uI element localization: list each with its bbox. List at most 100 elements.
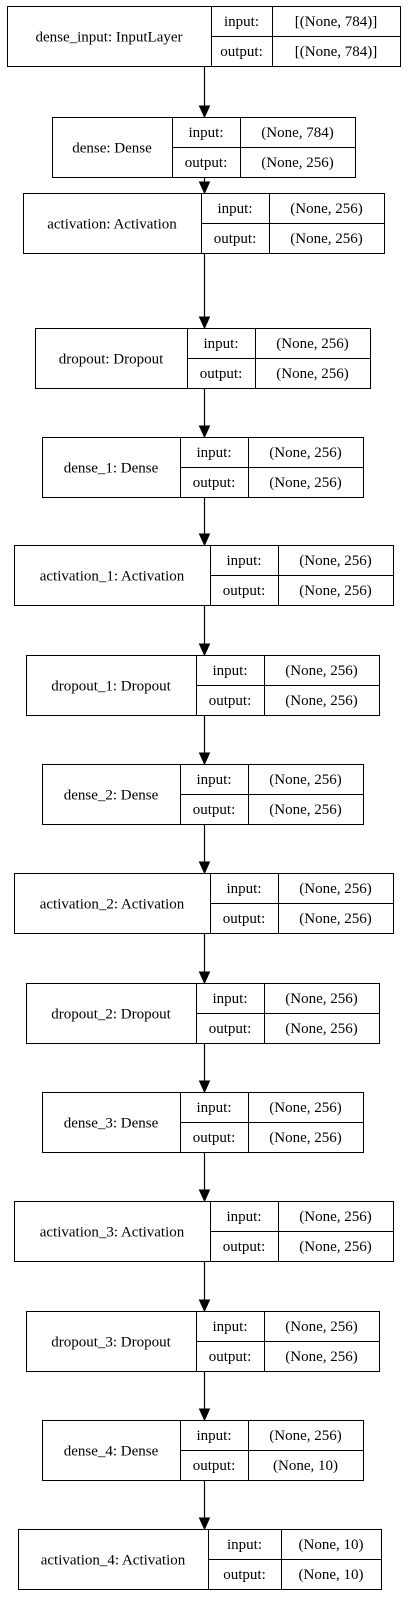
input-shape: (None, 256) — [290, 201, 362, 217]
layer-node: dense_3: Dense input: output: (None, 256) (N… — [42, 1092, 364, 1153]
input-shape: (None, 256) — [299, 1209, 371, 1225]
arrowhead — [198, 1189, 211, 1203]
output-shape: (None, 256) — [285, 1349, 357, 1365]
layer-node: dense_input: InputLayerinput:output:[(No… — [7, 6, 401, 67]
input-label: input: — [227, 1537, 262, 1553]
edge-arrow — [198, 389, 211, 439]
arrowhead — [198, 533, 211, 547]
input-label: input: — [212, 663, 247, 679]
input-label: input: — [212, 1319, 247, 1335]
input-shape: (None, 256) — [269, 772, 341, 788]
input-label: input: — [217, 201, 252, 217]
input-label: input: — [196, 445, 231, 461]
output-shape: (None, 10) — [273, 1458, 338, 1474]
output-shape: (None, 256) — [299, 911, 371, 927]
arrowhead — [198, 181, 211, 195]
edge-arrow — [198, 825, 211, 875]
layer-node: dropout_2: Dropout input: output: (None, 25… — [26, 983, 380, 1044]
layer-name: activation_2: Activation — [40, 897, 185, 913]
output-label: output: — [200, 366, 243, 382]
input-shape: (None, 256) — [276, 336, 348, 352]
edge-arrow — [198, 1262, 211, 1313]
output-shape: (None, 256) — [285, 693, 357, 709]
input-label: input: — [203, 336, 238, 352]
output-label: output: — [193, 1130, 236, 1146]
edge-arrow — [198, 1481, 211, 1531]
layer-name: dense_3: Dense — [64, 1116, 159, 1132]
arrowhead — [198, 752, 211, 766]
layers-group: dense_input: InputLayerinput:output:[(No… — [7, 6, 401, 1590]
arrowhead — [198, 643, 211, 657]
edge-arrow — [198, 254, 211, 330]
arrowhead — [198, 316, 211, 330]
input-shape: (None, 256) — [269, 1428, 341, 1444]
layer-node: dense_4: Dense input: output: (None, 256) (N… — [42, 1420, 364, 1481]
output-label: output: — [223, 911, 266, 927]
layer-name: dropout_1: Dropout — [51, 679, 171, 695]
edge-arrow — [198, 178, 211, 195]
output-label: output: — [185, 155, 228, 171]
layer-node: activation_2: Activation input: output: (No… — [14, 873, 394, 934]
layer-node: dropout: Dropout input: output: (None, 256)… — [35, 328, 371, 389]
output-shape: [(None, 784)] — [295, 44, 377, 60]
arrowhead — [198, 1299, 211, 1313]
input-shape: [(None, 784)] — [295, 14, 377, 30]
input-shape: (None, 256) — [299, 553, 371, 569]
input-shape: (None, 784) — [261, 125, 333, 141]
input-label: input: — [226, 881, 261, 897]
output-shape: (None, 256) — [285, 1021, 357, 1037]
input-label: input: — [212, 991, 247, 1007]
output-shape: (None, 256) — [290, 231, 362, 247]
input-shape: (None, 256) — [285, 1319, 357, 1335]
input-shape: (None, 10) — [299, 1537, 364, 1553]
arrowhead — [198, 1517, 211, 1531]
output-label: output: — [193, 1458, 236, 1474]
arrowhead — [198, 971, 211, 985]
layer-node: activation_3: Activationinput:output:(No… — [14, 1201, 394, 1262]
output-label: output: — [209, 1021, 252, 1037]
layer-name: dense_4: Dense — [64, 1444, 159, 1460]
input-shape: (None, 256) — [285, 663, 357, 679]
layer-name: activation_4: Activation — [41, 1553, 186, 1569]
input-label: input: — [196, 1100, 231, 1116]
output-shape: (None, 256) — [269, 1130, 341, 1146]
arrowhead — [198, 861, 211, 875]
output-shape: (None, 256) — [269, 475, 341, 491]
output-label: output: — [220, 44, 263, 60]
output-shape: (None, 256) — [276, 366, 348, 382]
input-label: input: — [226, 553, 261, 569]
output-shape: (None, 256) — [269, 802, 341, 818]
layer-node: activation: Activationinput:output:(None… — [23, 193, 385, 254]
input-shape: (None, 256) — [269, 1100, 341, 1116]
edge-arrow — [198, 716, 211, 766]
layer-name: dropout_3: Dropout — [51, 1335, 171, 1351]
input-label: input: — [188, 125, 223, 141]
output-label: output: — [223, 1567, 266, 1583]
layer-name: dropout_2: Dropout — [51, 1007, 171, 1023]
arrowhead — [198, 425, 211, 439]
output-label: output: — [209, 1349, 252, 1365]
output-shape: (None, 256) — [261, 155, 333, 171]
arrowhead — [198, 105, 211, 119]
layer-name: dense_2: Dense — [64, 788, 159, 804]
edges-group — [198, 67, 211, 1531]
edge-arrow — [198, 1153, 211, 1203]
output-label: output: — [214, 231, 257, 247]
arrowhead — [198, 1408, 211, 1422]
layer-name: activation_1: Activation — [40, 569, 185, 585]
input-shape: (None, 256) — [269, 445, 341, 461]
input-label: input: — [196, 1428, 231, 1444]
layer-name: dense_1: Dense — [64, 461, 159, 477]
input-label: input: — [196, 772, 231, 788]
input-shape: (None, 256) — [285, 991, 357, 1007]
input-label: input: — [224, 14, 259, 30]
layer-name: dropout: Dropout — [59, 352, 164, 368]
output-label: output: — [223, 1239, 266, 1255]
edge-arrow — [198, 606, 211, 657]
output-shape: (None, 10) — [299, 1567, 364, 1583]
arrowhead — [198, 1080, 211, 1094]
output-label: output: — [209, 693, 252, 709]
